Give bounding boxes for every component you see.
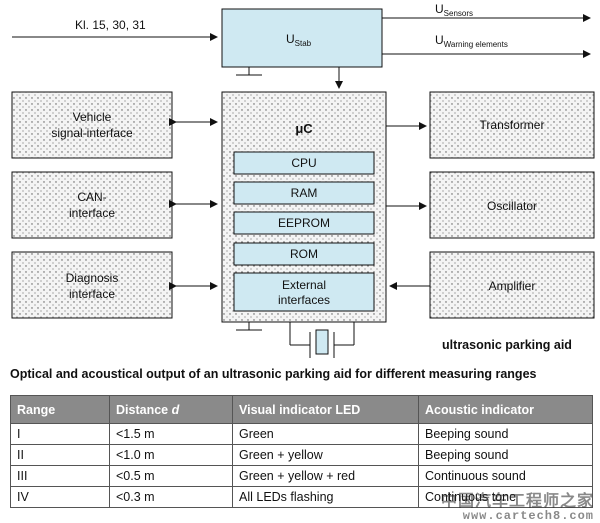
cell-visual: Green + yellow xyxy=(232,444,419,466)
cell-acoustic: Beeping sound xyxy=(418,444,593,466)
diagnosis-interface-line2: interface xyxy=(69,287,115,301)
left-connections xyxy=(169,118,218,290)
vehicle-signal-interface-line1: Vehicle xyxy=(73,110,112,124)
cell-distance: <0.3 m xyxy=(109,486,233,508)
cpu-block xyxy=(233,151,375,175)
cell-range: I xyxy=(10,423,110,445)
cell-distance: <0.5 m xyxy=(109,465,233,487)
input-label: Kl. 15, 30, 31 xyxy=(75,18,146,32)
transformer-block xyxy=(429,91,595,159)
cell-range: IV xyxy=(10,486,110,508)
cell-range: II xyxy=(10,444,110,466)
cell-acoustic: Continuous sound xyxy=(418,465,593,487)
measuring-ranges-table: Range Distance d Visual indicator LED Ac… xyxy=(10,395,593,508)
eeprom-block xyxy=(233,211,375,235)
cell-acoustic: Continuous tone xyxy=(418,486,593,508)
ustab-block xyxy=(221,8,383,68)
header-range: Range xyxy=(10,395,110,424)
watermark-text: 中国汽车工程师之家 xyxy=(440,493,594,510)
transformer-label: Transformer xyxy=(480,118,545,132)
diagram-caption: ultrasonic parking aid xyxy=(442,338,572,352)
oscillator-label: Oscillator xyxy=(487,199,537,213)
right-connections xyxy=(386,122,430,290)
vehicle-signal-interface-block xyxy=(11,91,173,159)
eeprom-label: EEPROM xyxy=(278,216,330,230)
block-diagram: Kl. 15, 30, 31 UStab USensors UWarning e… xyxy=(11,2,595,358)
external-interfaces-line2: interfaces xyxy=(278,293,330,307)
table-header-row: Range Distance d Visual indicator LED Ac… xyxy=(10,395,593,424)
warning-label: UWarning elements xyxy=(435,33,508,49)
crystal-element xyxy=(315,329,329,355)
table-row: I <1.5 m Green Beeping sound xyxy=(10,423,593,445)
diagnosis-interface-block xyxy=(11,251,173,319)
table-row: II <1.0 m Green + yellow Beeping sound xyxy=(10,444,593,466)
cell-distance: <1.5 m xyxy=(109,423,233,445)
watermark-url: www.cartech8.com xyxy=(462,509,594,523)
cell-acoustic: Beeping sound xyxy=(418,423,593,445)
ram-label: RAM xyxy=(291,186,318,200)
ram-block xyxy=(233,181,375,205)
cell-distance: <1.0 m xyxy=(109,444,233,466)
vehicle-signal-interface-line2: signal-interface xyxy=(51,126,133,140)
external-interfaces-block xyxy=(233,272,375,312)
header-acoustic: Acoustic indicator xyxy=(418,395,593,424)
amplifier-label: Amplifier xyxy=(489,279,536,293)
external-interfaces-line1: External xyxy=(282,278,326,292)
can-interface-block xyxy=(11,171,173,239)
header-distance: Distance d xyxy=(109,395,233,424)
table-title: Optical and acoustical output of an ultr… xyxy=(10,367,537,381)
cell-range: III xyxy=(10,465,110,487)
rom-label: ROM xyxy=(290,247,318,261)
mc-label: μC xyxy=(295,121,313,136)
ustab-label: UStab xyxy=(286,32,312,48)
cell-visual: All LEDs flashing xyxy=(232,486,419,508)
amplifier-block xyxy=(429,251,595,319)
table-row: III <0.5 m Green + yellow + red Continuo… xyxy=(10,465,593,487)
sensors-label: USensors xyxy=(435,2,473,18)
can-interface-line1: CAN- xyxy=(77,190,106,204)
cell-visual: Green + yellow + red xyxy=(232,465,419,487)
diagnosis-interface-line1: Diagnosis xyxy=(66,271,119,285)
oscillator-block xyxy=(429,171,595,239)
table-row: IV <0.3 m All LEDs flashing Continuous t… xyxy=(10,486,593,508)
can-interface-line2: interface xyxy=(69,206,115,220)
rom-block xyxy=(233,242,375,266)
cpu-label: CPU xyxy=(291,156,316,170)
header-visual: Visual indicator LED xyxy=(232,395,419,424)
cell-visual: Green xyxy=(232,423,419,445)
